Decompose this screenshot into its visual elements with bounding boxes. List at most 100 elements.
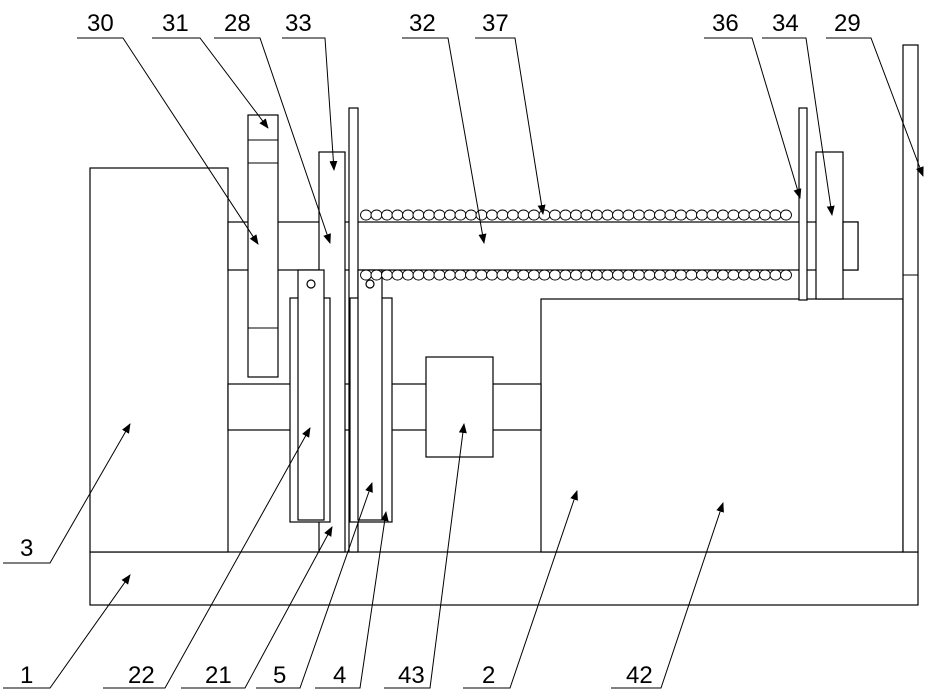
- spring-coil-turn: [361, 210, 372, 220]
- label-34: 34: [772, 10, 799, 37]
- spring-coil-turn: [371, 210, 382, 220]
- spring-coil-turn: [487, 210, 498, 220]
- spring-coil-turn: [560, 210, 571, 220]
- coupling: [426, 357, 493, 457]
- label-29: 29: [834, 10, 861, 37]
- spring-coil-turn: [655, 210, 666, 220]
- label-21: 21: [205, 662, 232, 689]
- spring-coil-turn: [497, 270, 508, 280]
- spring-coil-turn: [739, 210, 750, 220]
- label-28: 28: [224, 10, 251, 37]
- spring-coil-turn: [518, 210, 529, 220]
- spring-coil-turn: [571, 210, 582, 220]
- spring-coil-turn: [560, 270, 571, 280]
- label-42: 42: [626, 662, 653, 689]
- spring-coil-turn: [497, 210, 508, 220]
- label-33: 33: [285, 10, 312, 37]
- spring-coil-turn: [623, 270, 634, 280]
- spring-coil-turn: [424, 210, 435, 220]
- spring-coil-turn: [749, 210, 760, 220]
- spring-coil-turn: [728, 270, 739, 280]
- spring-coil-turn: [602, 270, 613, 280]
- spring-coil-turn: [581, 270, 592, 280]
- spring-coil-turn: [644, 210, 655, 220]
- spring-coil-turn: [403, 210, 414, 220]
- right-housing: [541, 299, 903, 552]
- spring-coil-turn: [676, 270, 687, 280]
- spring-coil-turn: [707, 210, 718, 220]
- spring-coil-turn: [361, 270, 372, 280]
- spring-coil-turn: [445, 270, 456, 280]
- spring-coil-turn: [676, 210, 687, 220]
- spring-coil-turn: [749, 270, 760, 280]
- bracket-34: [816, 152, 843, 299]
- spring-coil-turn: [581, 210, 592, 220]
- label-1: 1: [20, 662, 33, 689]
- spring-coil-turn: [707, 270, 718, 280]
- gear-disc: [248, 115, 278, 377]
- spring-coil-turn: [539, 210, 550, 220]
- spring-coil-turn: [392, 270, 403, 280]
- spring-coil-turn: [476, 210, 487, 220]
- spring-coil-turn: [550, 210, 561, 220]
- label-4: 4: [333, 662, 346, 689]
- spring-coil-turn: [760, 270, 771, 280]
- spring-coil-turn: [571, 270, 582, 280]
- spring-coil-turn: [382, 270, 393, 280]
- spring-coil-turn: [781, 270, 792, 280]
- spring-coil-turn: [445, 210, 456, 220]
- spring-coil-turn: [466, 270, 477, 280]
- spring-coil-turn: [634, 210, 645, 220]
- thin-plate-right: [799, 108, 807, 300]
- spring-coil-turn: [434, 270, 445, 280]
- spring-coil-turn: [739, 270, 750, 280]
- spring-coil-turn: [529, 270, 540, 280]
- label-3: 3: [20, 535, 33, 562]
- spring-coil-turn: [665, 210, 676, 220]
- spring-coil-turn: [728, 210, 739, 220]
- spring-coil-turn: [455, 210, 466, 220]
- label-36: 36: [712, 10, 739, 37]
- spring-coil-turn: [760, 210, 771, 220]
- spring-coil-turn: [371, 270, 382, 280]
- spring-coil-turn: [613, 270, 624, 280]
- spring-coil-turn: [592, 270, 603, 280]
- spring-coil-turn: [602, 210, 613, 220]
- spring-coil-turn: [413, 270, 424, 280]
- spring-coil-turn: [770, 210, 781, 220]
- spring-coil-turn: [686, 210, 697, 220]
- spring-coil-turn: [392, 210, 403, 220]
- label-2: 2: [482, 662, 495, 689]
- spring-coil-turn: [697, 270, 708, 280]
- spring-coil-turn: [518, 270, 529, 280]
- spring-coil-turn: [697, 210, 708, 220]
- spring-coil-bottom: [361, 270, 792, 280]
- label-31: 31: [162, 10, 189, 37]
- label-37: 37: [482, 10, 509, 37]
- label-43: 43: [398, 662, 425, 689]
- label-32: 32: [409, 10, 436, 37]
- spring-coil-turn: [550, 270, 561, 280]
- base-plate: [90, 552, 918, 605]
- spring-coil-turn: [487, 270, 498, 280]
- spring-coil-turn: [413, 210, 424, 220]
- spring-coil-turn: [529, 210, 540, 220]
- label-22: 22: [128, 662, 155, 689]
- left-support-block: [90, 168, 228, 552]
- spring-coil-turn: [781, 210, 792, 220]
- spring-coil-turn: [434, 210, 445, 220]
- spring-coil-turn: [539, 270, 550, 280]
- spring-coil-turn: [655, 270, 666, 280]
- spring-coil-turn: [508, 270, 519, 280]
- spring-coil-turn: [455, 270, 466, 280]
- spring-coil-turn: [770, 270, 781, 280]
- spring-coil-turn: [686, 270, 697, 280]
- spring-coil-top: [361, 210, 792, 220]
- spring-coil-turn: [644, 270, 655, 280]
- spring-coil-turn: [466, 210, 477, 220]
- spring-coil-turn: [476, 270, 487, 280]
- spring-coil-turn: [382, 210, 393, 220]
- spring-coil-turn: [665, 270, 676, 280]
- spring-coil-turn: [623, 210, 634, 220]
- spring-coil-turn: [718, 270, 729, 280]
